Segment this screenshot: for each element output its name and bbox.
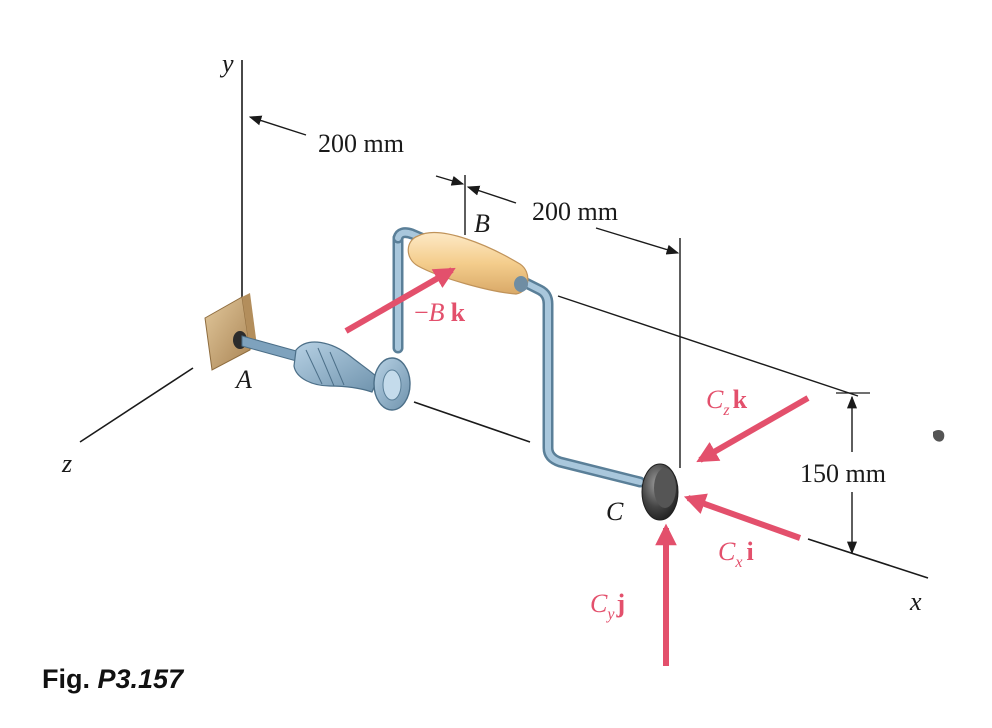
force-cx-arrow: [683, 493, 802, 541]
point-a-label: A: [234, 365, 252, 394]
figure-caption: Fig. P3.157: [42, 664, 183, 695]
force-b-sym: B: [429, 298, 445, 327]
x-axis-label: x: [909, 587, 922, 616]
dimension-bc: 200 mm: [466, 185, 680, 255]
x-axis-line-1: [413, 401, 531, 443]
brace-crank: [373, 227, 646, 488]
z-axis-line: [79, 367, 194, 443]
force-cx-sub: x: [734, 554, 742, 571]
dimension-height-label: 150 mm: [800, 459, 886, 488]
force-cy-sub: y: [605, 606, 615, 623]
force-cx-sym: C: [718, 537, 736, 566]
dimension-ab: 200 mm: [248, 115, 465, 186]
dimension-bc-label: 200 mm: [532, 197, 618, 226]
force-cx-unit: i: [746, 537, 753, 566]
brace-chuck: [241, 335, 379, 393]
point-b-label: B: [474, 209, 490, 238]
force-arrows: [344, 267, 810, 666]
dimension-bc-arrow-left: [466, 185, 517, 204]
upper-guide-line: [557, 295, 859, 397]
z-axis-label: z: [61, 449, 72, 478]
force-b-arrow: [344, 267, 456, 334]
dimension-height: 150 mm: [800, 395, 886, 555]
coordinate-axes: y z x: [61, 49, 929, 616]
wall-mount: [204, 293, 257, 371]
force-cz-sym: C: [706, 385, 724, 414]
dimension-ab-label: 200 mm: [318, 129, 404, 158]
force-cz-unit: k: [733, 385, 748, 414]
dimension-ab-arrow-left: [248, 115, 307, 136]
caption-number: P3.157: [97, 664, 184, 694]
knob-c: [641, 463, 679, 521]
caption-prefix: Fig.: [42, 664, 90, 694]
handle-b: [407, 231, 529, 295]
force-b-unit: k: [451, 298, 466, 327]
stray-mark: [933, 430, 945, 442]
force-cy-sym: C: [590, 589, 608, 618]
force-cy-label: Cyj: [590, 589, 625, 623]
x-axis-line-2: [807, 538, 929, 579]
construction-lines: [464, 175, 870, 468]
dimension-bc-arrow-right: [595, 227, 680, 255]
force-cy-unit: j: [615, 589, 625, 618]
y-axis-label: y: [219, 49, 234, 78]
force-cz-sub: z: [722, 402, 730, 419]
force-cz-arrow: [696, 395, 810, 463]
point-c-label: C: [606, 497, 624, 526]
force-b-prefix: −: [414, 298, 429, 327]
dimension-ab-arrow-right: [435, 175, 465, 186]
